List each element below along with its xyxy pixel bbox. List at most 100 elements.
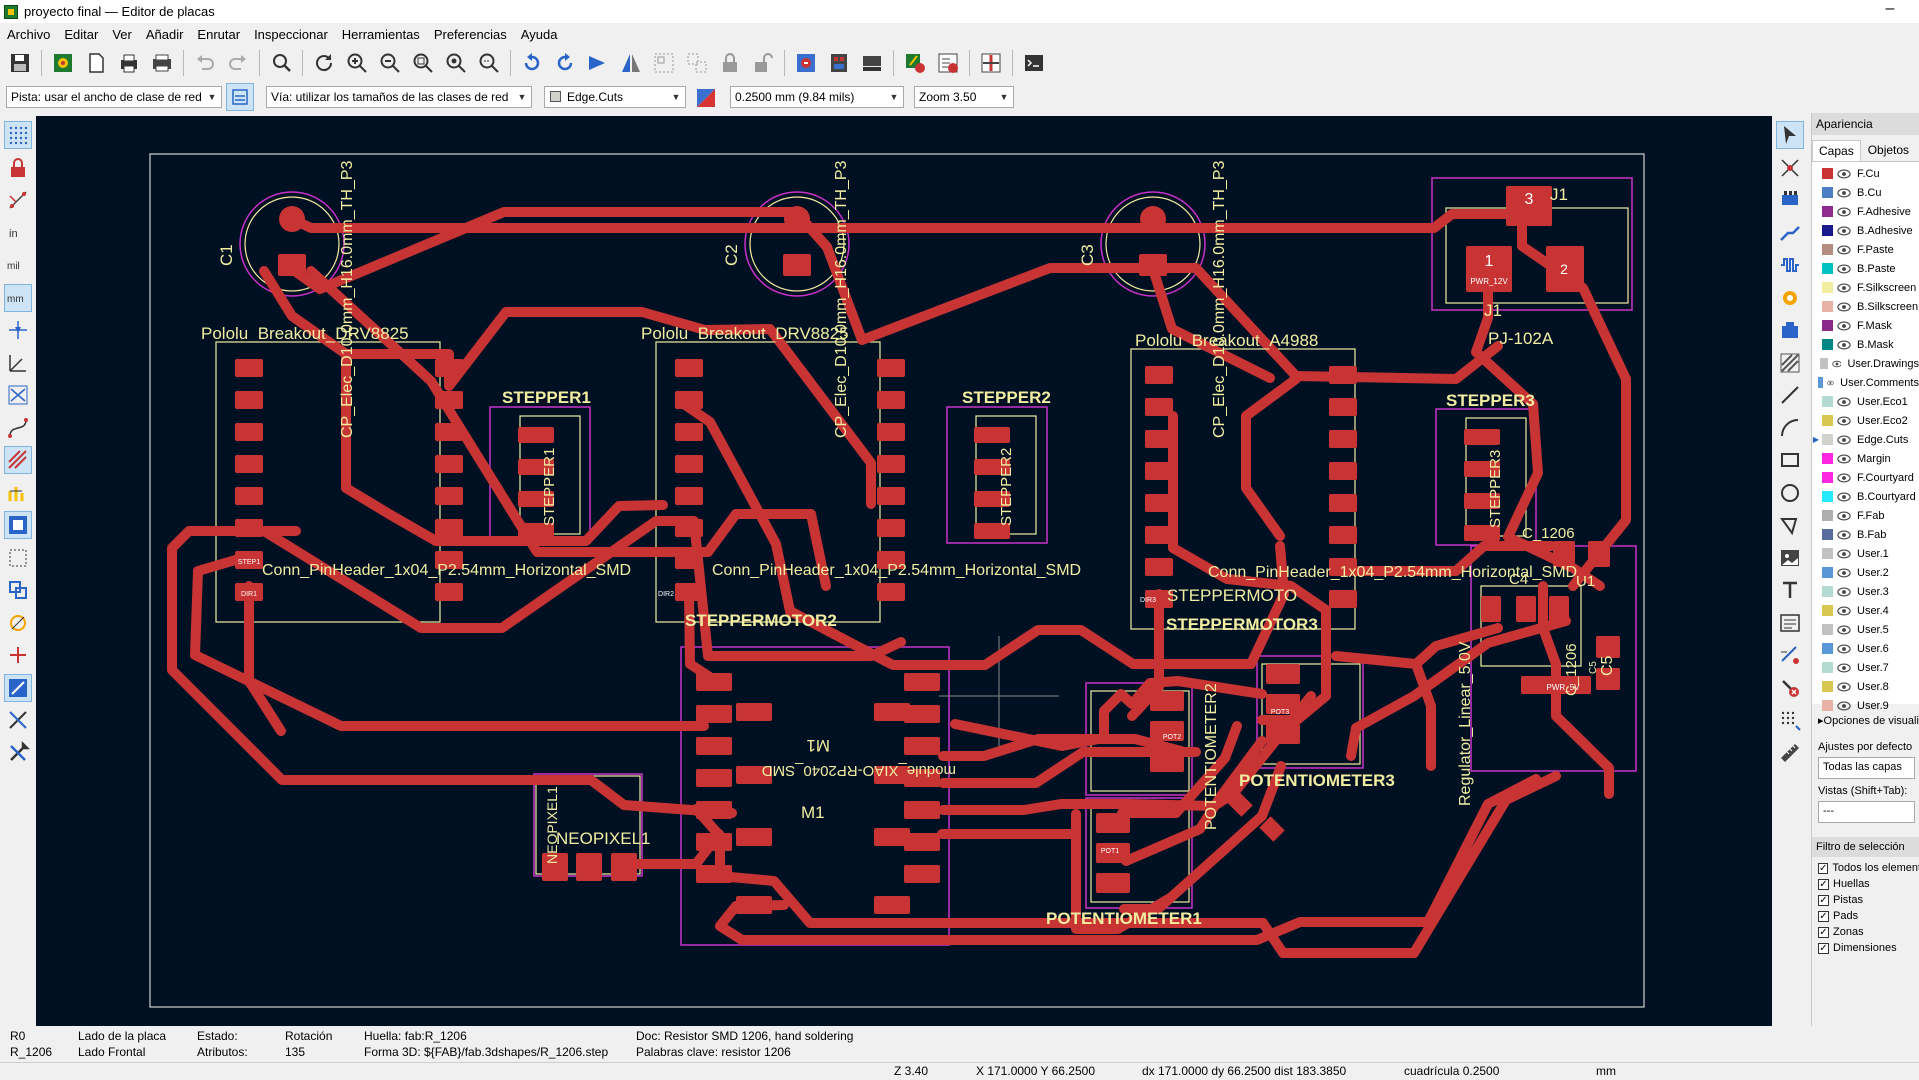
drc-button[interactable] (901, 49, 929, 77)
erc-button[interactable] (934, 49, 962, 77)
graphic-outline-tool[interactable] (4, 609, 32, 637)
resistor-pad[interactable] (1227, 791, 1253, 817)
cap-pad-minus[interactable] (278, 254, 306, 276)
track-outline-tool[interactable] (4, 446, 32, 474)
connector-pad[interactable] (518, 491, 554, 507)
j1-pad-2[interactable] (1546, 246, 1584, 292)
board-setup-button[interactable] (49, 49, 77, 77)
flip-button[interactable] (584, 49, 612, 77)
driver-header-pad[interactable] (675, 583, 703, 601)
layer-color-swatch[interactable] (1822, 453, 1833, 464)
add-via-tool[interactable] (1776, 284, 1804, 312)
tools-tool[interactable] (4, 739, 32, 767)
layer-row-user-3[interactable]: User.3 (1812, 582, 1919, 601)
layer-select[interactable]: Edge.Cuts ▼ (544, 86, 686, 108)
j1-pad-3[interactable] (1506, 186, 1552, 226)
layer-color-swatch[interactable] (1822, 206, 1833, 217)
view-options-toggle[interactable]: ▸Opciones de visualización (1818, 715, 1919, 727)
m1-pad-right[interactable] (904, 737, 940, 755)
tab-objects[interactable]: Objetos (1867, 143, 1910, 157)
cap-pad-plus[interactable] (1140, 206, 1166, 232)
auto-track-width-button[interactable] (226, 83, 254, 111)
c5-pad[interactable] (1596, 636, 1620, 658)
pot3-pad[interactable] (1266, 664, 1300, 684)
ungroup-button[interactable] (683, 49, 711, 77)
grid-tool[interactable] (4, 121, 32, 149)
undo-button[interactable] (191, 49, 219, 77)
layer-color-swatch[interactable] (1822, 320, 1833, 331)
redo-button[interactable] (224, 49, 252, 77)
layer-row-user-4[interactable]: User.4 (1812, 601, 1919, 620)
scripting-button[interactable] (977, 49, 1005, 77)
connector-pad[interactable] (974, 427, 1010, 443)
driver-header-pad[interactable] (235, 487, 263, 505)
layer-row-f-adhesive[interactable]: F.Adhesive (1812, 202, 1919, 221)
driver-header-pad[interactable] (877, 455, 905, 473)
layer-color-swatch[interactable] (1822, 282, 1833, 293)
connector-pad[interactable] (518, 523, 554, 539)
layer-color-swatch[interactable] (1822, 529, 1833, 540)
eye-icon[interactable] (1837, 205, 1851, 219)
eye-icon[interactable] (1831, 357, 1842, 371)
eye-icon[interactable] (1837, 262, 1851, 276)
grid-origin-tool[interactable] (1776, 706, 1804, 734)
checkbox-checked-icon[interactable]: ✓ (1818, 862, 1829, 874)
layer-row-b-courtyard[interactable]: B.Courtyard (1812, 487, 1919, 506)
highlight-net-tool[interactable] (1776, 154, 1804, 182)
dimension-tool[interactable] (1776, 641, 1804, 669)
driver-header-pad[interactable] (235, 423, 263, 441)
menu-anadir[interactable]: Añadir (145, 26, 184, 42)
driver-header-pad[interactable] (1145, 430, 1173, 448)
mils-tool[interactable]: mil (4, 251, 32, 279)
add-textbox-tool[interactable] (1776, 609, 1804, 637)
text-outline-tool[interactable] (4, 641, 32, 669)
curved-ratsnest-tool[interactable] (4, 414, 32, 442)
pot1-pad[interactable] (1096, 813, 1130, 833)
driver-header-pad[interactable] (675, 423, 703, 441)
eye-icon[interactable] (1837, 585, 1851, 599)
regulator-pad[interactable] (1516, 596, 1536, 622)
eye-icon[interactable] (1837, 414, 1851, 428)
layer-row-b-adhesive[interactable]: B.Adhesive (1812, 221, 1919, 240)
eye-icon[interactable] (1837, 566, 1851, 580)
eye-icon[interactable] (1837, 281, 1851, 295)
menu-ver[interactable]: Ver (112, 26, 132, 42)
eye-icon[interactable] (1837, 528, 1851, 542)
grid-select[interactable]: 0.2500 mm (9.84 mils) ▼ (730, 86, 904, 108)
driver-header-pad[interactable] (235, 359, 263, 377)
driver-header-pad[interactable] (675, 455, 703, 473)
m1-pad-left[interactable] (696, 801, 732, 819)
connector-pad[interactable] (1464, 429, 1500, 445)
zoom-objects-button[interactable] (442, 49, 470, 77)
checkbox-checked-icon[interactable]: ✓ (1818, 894, 1829, 906)
layer-row-f-courtyard[interactable]: F.Courtyard (1812, 468, 1919, 487)
minimize-button[interactable]: – (1885, 0, 1895, 17)
driver-header-pad[interactable] (1145, 590, 1173, 608)
connector-pad[interactable] (974, 459, 1010, 475)
eye-icon[interactable] (1837, 642, 1851, 656)
layer-row-f-cu[interactable]: F.Cu (1812, 164, 1919, 183)
connector-pad[interactable] (518, 427, 554, 443)
eye-icon[interactable] (1837, 471, 1851, 485)
layer-color-swatch[interactable] (1822, 624, 1833, 635)
menu-enrutar[interactable]: Enrutar (197, 26, 241, 42)
layer-color-swatch[interactable] (1822, 244, 1833, 255)
pot2-pad[interactable] (1150, 752, 1184, 772)
cap-pad-minus[interactable] (783, 254, 811, 276)
zone-fill-tool[interactable] (4, 511, 32, 539)
lock-button[interactable] (716, 49, 744, 77)
driver-header-pad[interactable] (1329, 398, 1357, 416)
presets-select[interactable]: Todas las capas (1818, 757, 1915, 779)
c4-pad[interactable] (1553, 541, 1575, 567)
layer-color-swatch[interactable] (1822, 567, 1833, 578)
m1-pad-right[interactable] (904, 833, 940, 851)
driver-header-pad[interactable] (435, 551, 463, 569)
layer-row-b-mask[interactable]: B.Mask (1812, 335, 1919, 354)
driver-header-pad[interactable] (235, 583, 263, 601)
menu-ayuda[interactable]: Ayuda (520, 26, 558, 42)
connector-pad[interactable] (518, 459, 554, 475)
driver-header-pad[interactable] (1329, 558, 1357, 576)
neopixel-pad[interactable] (576, 853, 602, 881)
menu-archivo[interactable]: Archivo (7, 26, 51, 42)
m1-pad-right[interactable] (904, 801, 940, 819)
